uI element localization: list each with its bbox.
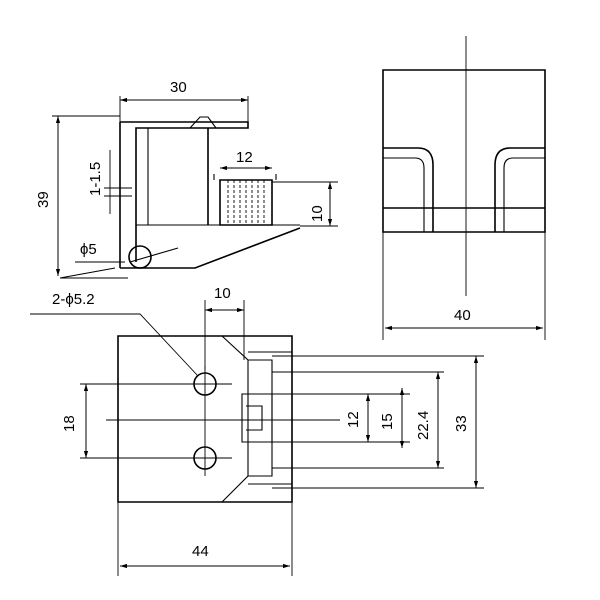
dim-40-label: 40 — [454, 307, 471, 324]
side-view — [52, 96, 338, 279]
dim-22.4-label: 22.4 — [415, 411, 432, 440]
front-view — [382, 36, 546, 340]
dim-2phi5.2-label: 2-ϕ5.2 — [52, 291, 95, 308]
dim-44-label: 44 — [192, 543, 209, 560]
dim-10-top-label: 10 — [214, 285, 231, 302]
top-view — [30, 300, 484, 576]
hole-phi5-circle — [128, 245, 152, 269]
dim-30-label: 30 — [170, 79, 187, 96]
dim-39-label: 39 — [35, 191, 52, 208]
dim-18-label: 18 — [61, 415, 78, 432]
dim-12-top-label: 12 — [345, 411, 362, 428]
dim-15-label: 15 — [379, 413, 396, 430]
dim-gap-label: 1-1.5 — [87, 162, 104, 196]
dim-phi5-label: ϕ5 — [80, 241, 97, 258]
dim-10-slot-label: 10 — [309, 205, 326, 222]
dim-33-label: 33 — [453, 415, 470, 432]
dim-12-slot-label: 12 — [236, 149, 253, 166]
